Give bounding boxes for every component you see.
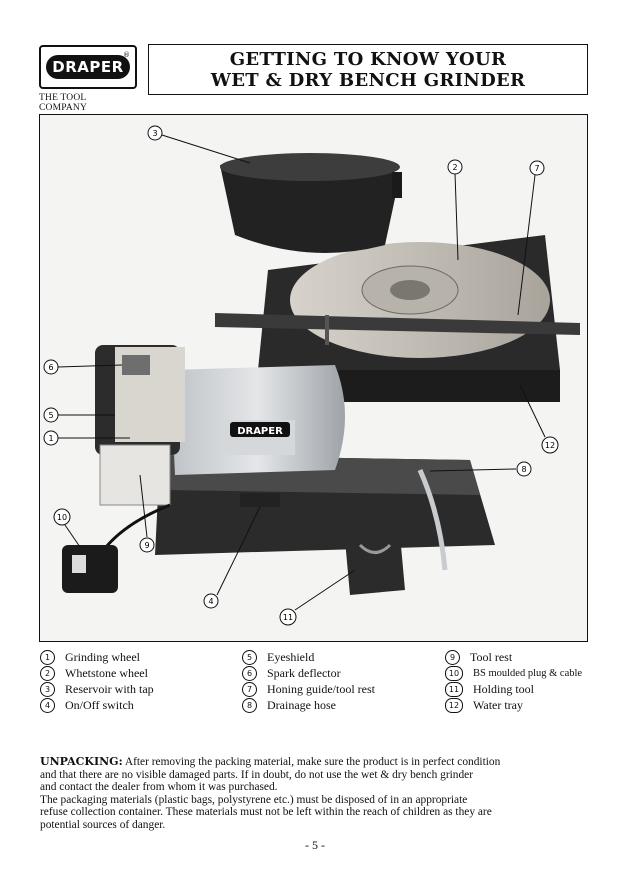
legend-item: 5 Eyeshield <box>242 650 314 665</box>
page-title-box: GETTING TO KNOW YOUR WET & DRY BENCH GRI… <box>148 44 588 95</box>
legend-number: 12 <box>445 698 463 713</box>
svg-text:6: 6 <box>48 363 53 372</box>
svg-text:9: 9 <box>144 541 149 550</box>
legend-label: Reservoir with tap <box>65 682 154 696</box>
legend-number: 6 <box>242 666 257 681</box>
plug-and-cable <box>62 503 171 593</box>
tool-rest <box>99 444 171 506</box>
holding-tool <box>345 535 405 595</box>
brand-plate-text: DRAPER <box>237 426 283 437</box>
on-off-switch <box>240 493 280 507</box>
honing-guide <box>215 313 580 345</box>
legend-number: 5 <box>242 650 257 665</box>
logo-text: DRAPER <box>46 55 130 79</box>
base-plate <box>155 455 495 555</box>
legend-label: Spark deflector <box>267 666 341 680</box>
legend-item: 7 Honing guide/tool rest <box>242 682 375 697</box>
legend-label: Holding tool <box>473 682 535 696</box>
svg-text:2: 2 <box>452 163 457 172</box>
svg-text:8: 8 <box>521 465 526 474</box>
callout-7: 7 <box>517 160 545 316</box>
legend-label: Drainage hose <box>267 698 336 712</box>
brand-plate <box>230 422 290 437</box>
legend-number: 1 <box>40 650 55 665</box>
callout-12: 12 <box>519 384 559 454</box>
page-title-line-1: GETTING TO KNOW YOUR <box>229 48 507 70</box>
unpacking-line-4: The packaging materials (plastic bags, p… <box>40 793 468 806</box>
legend-item: 4 On/Off switch <box>40 698 134 713</box>
reservoir <box>220 153 402 253</box>
page-title-line-2: WET & DRY BENCH GRINDER <box>210 69 526 91</box>
unpacking-line-5: refuse collection container. These mater… <box>40 806 492 818</box>
legend-item: 1 Grinding wheel <box>40 650 140 665</box>
legend-number: 2 <box>40 666 55 681</box>
legend-label: Honing guide/tool rest <box>267 682 375 696</box>
svg-text:4: 4 <box>208 597 213 606</box>
svg-text:1: 1 <box>48 434 53 443</box>
legend-number: 7 <box>242 682 257 697</box>
callout-3: 3 <box>147 125 251 164</box>
unpacking-line-2: and that there are no visible damaged pa… <box>40 768 474 781</box>
grinding-wheel-assembly <box>95 345 185 506</box>
callout-6: 6 <box>43 359 123 375</box>
legend-item: 9 Tool rest <box>445 650 512 665</box>
callout-5: 5 <box>43 407 115 423</box>
legend-label: Tool rest <box>470 650 513 664</box>
svg-text:3: 3 <box>152 129 157 138</box>
svg-text:7: 7 <box>534 164 539 173</box>
callout-8: 8 <box>429 461 532 477</box>
draper-logo: DRAPER ® THE TOOL COMPANY <box>39 45 137 113</box>
unpacking-paragraph: UNPACKING: After removing the packing ma… <box>40 755 590 831</box>
legend-label: Whetstone wheel <box>65 666 148 680</box>
legend-label: On/Off switch <box>65 698 134 712</box>
callout-9: 9 <box>139 474 155 553</box>
legend-label: Water tray <box>473 698 524 712</box>
legend-item: 6 Spark deflector <box>242 666 341 681</box>
unpacking-heading: UNPACKING: <box>40 755 123 768</box>
page-number: - 5 - <box>305 838 325 852</box>
legend-number: 3 <box>40 682 55 697</box>
callout-2: 2 <box>447 159 463 261</box>
callout-10: 10 <box>53 508 81 548</box>
svg-text:10: 10 <box>57 513 67 522</box>
legend-item: 11 Holding tool <box>445 682 534 697</box>
legend-item: 12 Water tray <box>445 698 523 713</box>
legend-number: 10 <box>445 666 463 681</box>
bench-grinder-illustration: DRAPER 3 <box>40 115 587 641</box>
callout-4: 4 <box>203 506 261 609</box>
registered-mark: ® <box>123 51 130 59</box>
drainage-hose <box>417 468 448 571</box>
unpacking-line-1: UNPACKING: After removing the packing ma… <box>40 755 501 768</box>
unpacking-line-3: and contact the dealer from whom it was … <box>40 781 278 793</box>
motor-housing: DRAPER <box>170 365 345 507</box>
callout-1: 1 <box>43 430 130 446</box>
legend-number: 8 <box>242 698 257 713</box>
svg-text:11: 11 <box>283 613 293 622</box>
company-tagline: THE TOOL COMPANY <box>39 93 88 113</box>
spark-deflector <box>122 355 150 375</box>
legend-item: 2 Whetstone wheel <box>40 666 148 681</box>
callout-11: 11 <box>279 569 356 626</box>
product-photo-frame: DRAPER 3 <box>39 114 588 642</box>
legend-number: 4 <box>40 698 55 713</box>
legend-number: 11 <box>445 682 463 697</box>
legend-label: Grinding wheel <box>65 650 140 664</box>
unpacking-line-6: potential sources of danger. <box>40 818 166 831</box>
legend-item: 10 BS moulded plug & cable <box>445 666 582 681</box>
legend-number: 9 <box>445 650 460 665</box>
svg-text:12: 12 <box>545 441 555 450</box>
logo-badge: DRAPER <box>39 45 137 89</box>
svg-text:5: 5 <box>48 411 53 420</box>
legend-label: Eyeshield <box>267 650 315 664</box>
legend-item: 3 Reservoir with tap <box>40 682 154 697</box>
legend-label: BS moulded plug & cable <box>473 668 583 679</box>
legend-item: 8 Drainage hose <box>242 698 336 713</box>
